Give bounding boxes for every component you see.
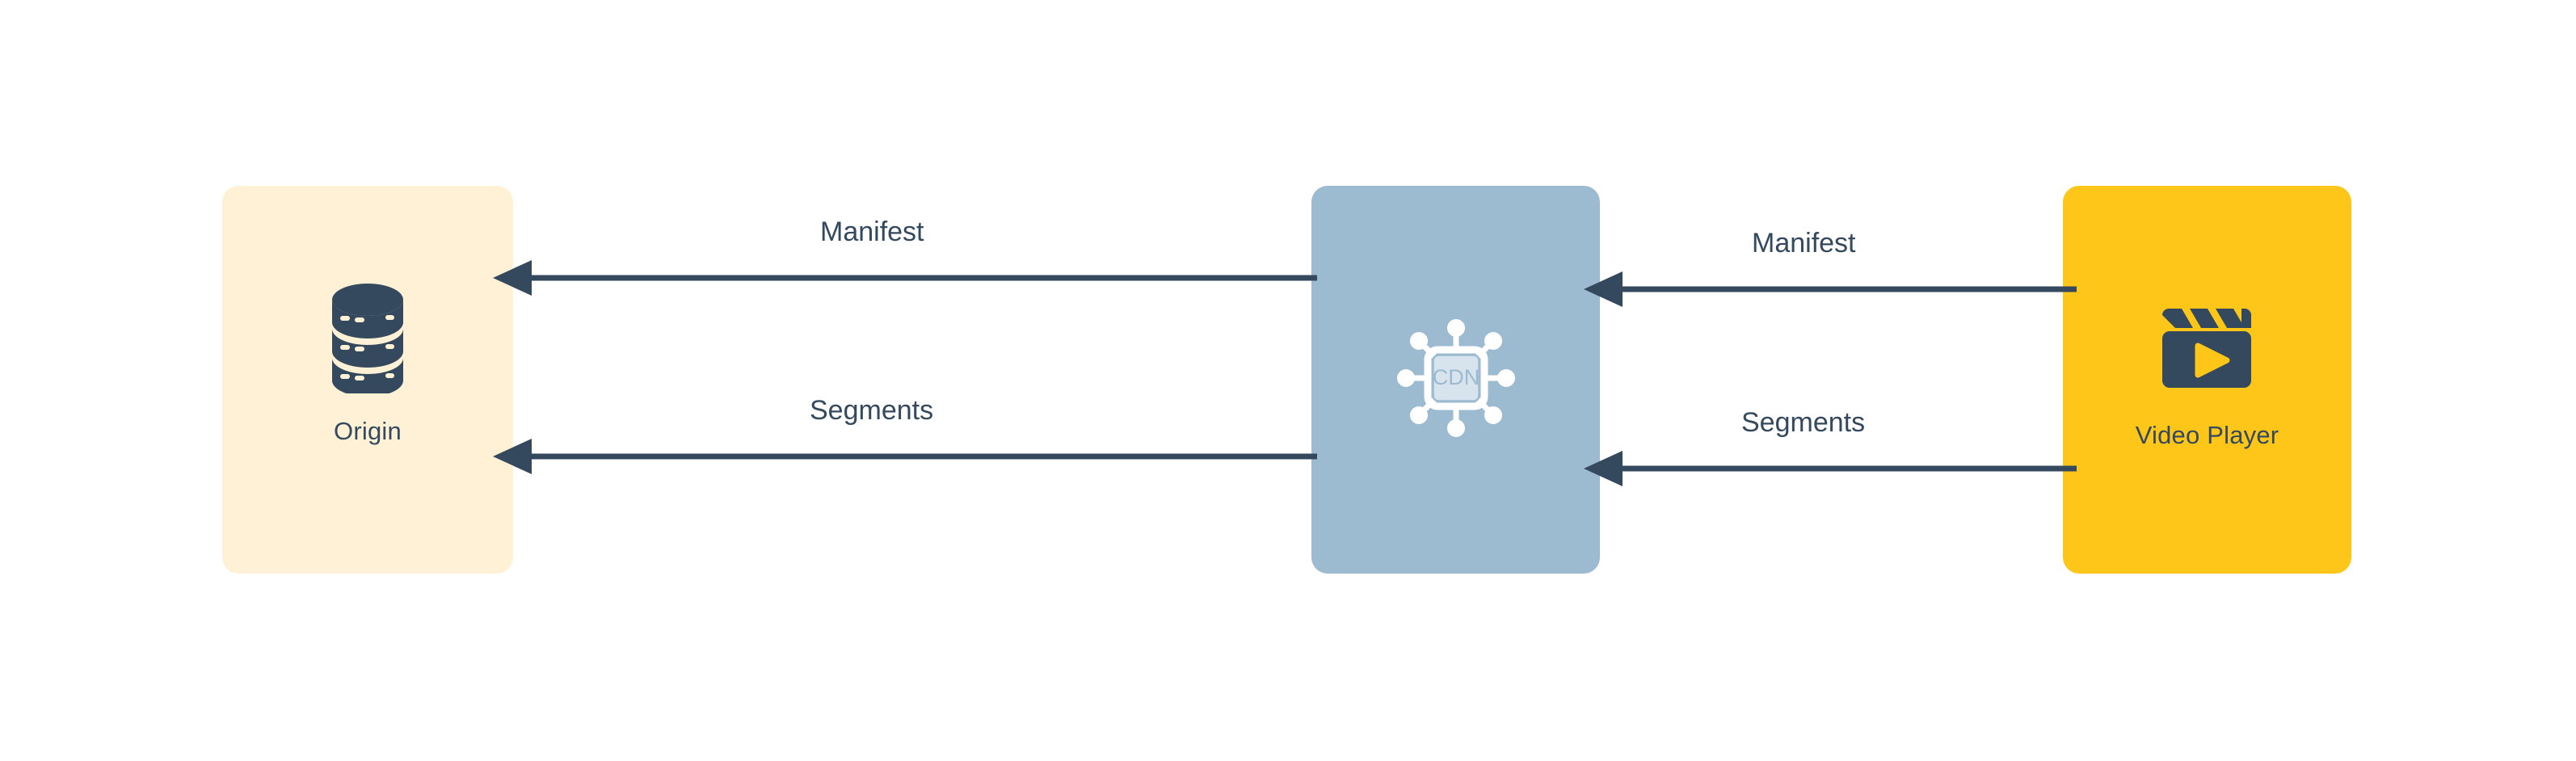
cdn-chip-icon: CDN — [1395, 317, 1517, 443]
edge-segments-cdn-to-origin — [493, 439, 1317, 474]
edge-label-segments-right: Segments — [1741, 407, 1866, 438]
node-origin[interactable]: Origin — [222, 186, 513, 574]
node-video-player[interactable]: Video Player — [2063, 186, 2351, 574]
node-video-player-label: Video Player — [2135, 421, 2279, 449]
edge-label-manifest-left: Manifest — [820, 217, 924, 247]
node-cdn-content: CDN — [1395, 317, 1517, 443]
edge-label-manifest-right: Manifest — [1752, 228, 1856, 259]
edge-manifest-player-to-cdn — [1584, 271, 2077, 307]
edge-segments-player-to-cdn — [1584, 451, 2077, 486]
database-icon — [322, 280, 413, 397]
edge-manifest-cdn-to-origin — [493, 260, 1317, 296]
node-video-player-content: Video Player — [2136, 299, 2279, 448]
node-origin-content: Origin — [322, 280, 413, 444]
cdn-chip-text: CDN — [1432, 365, 1480, 389]
node-origin-label: Origin — [334, 417, 402, 445]
node-cdn[interactable]: CDN — [1311, 186, 1600, 574]
clapperboard-play-icon — [2157, 299, 2256, 402]
edge-label-segments-left: Segments — [810, 395, 934, 426]
